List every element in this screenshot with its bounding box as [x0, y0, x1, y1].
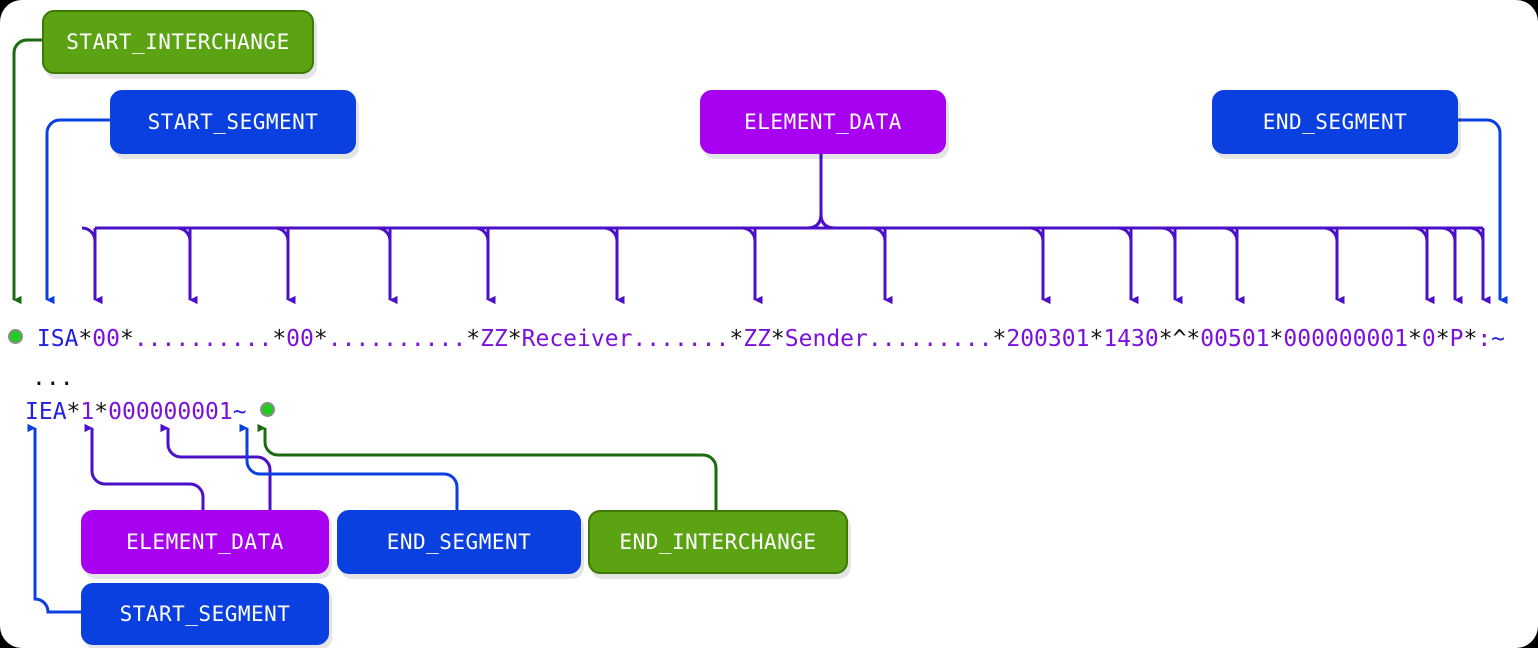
connector [819, 213, 836, 230]
code-token: * [729, 326, 744, 352]
node-label: START_INTERCHANGE [66, 30, 290, 54]
code-token: * [466, 326, 481, 352]
node-label: END_SEGMENT [386, 530, 532, 554]
code-token: * [770, 326, 785, 352]
end-marker-dot [260, 402, 276, 417]
node-label: END_INTERCHANGE [619, 530, 817, 554]
code-token: * [1158, 326, 1173, 352]
code-token: 00 [92, 326, 120, 352]
node-end-segment-bottom[interactable]: END_SEGMENT [337, 510, 581, 574]
node-label: START_SEGMENT [119, 602, 291, 626]
isa-code-line: ISA*00*..........*00*..........*ZZ*Recei… [8, 326, 1505, 352]
node-element-data-top[interactable]: ELEMENT_DATA [700, 90, 946, 154]
code-token: .......... [133, 326, 273, 352]
code-token: * [1186, 326, 1201, 352]
node-start-segment-top[interactable]: START_SEGMENT [110, 90, 356, 154]
connector [1161, 226, 1177, 242]
code-token: .......... [327, 326, 467, 352]
connector [12, 38, 42, 305]
connector [871, 226, 887, 242]
code-token: * [313, 326, 328, 352]
node-label: END_SEGMENT [1262, 110, 1408, 134]
code-token: * [272, 326, 287, 352]
connector [1117, 226, 1133, 242]
code-token: 1430 [1103, 326, 1159, 352]
code-token: 000000001 [108, 399, 233, 425]
node-start-interchange[interactable]: START_INTERCHANGE [42, 10, 314, 74]
connector [1469, 226, 1485, 242]
code-token: ^ [1172, 326, 1187, 352]
iea-code-line: IEA*1*000000001~ [25, 399, 276, 425]
code-token: 1 [80, 399, 95, 425]
code-token: ZZ [743, 326, 771, 352]
code-ellipsis: ... [32, 365, 74, 391]
code-token: ZZ [480, 326, 508, 352]
connector [160, 423, 272, 510]
connector [1223, 226, 1239, 242]
code-token: 200301 [1006, 326, 1090, 352]
code-token: 0 [1421, 326, 1436, 352]
node-start-segment-bottom[interactable]: START_SEGMENT [81, 583, 329, 645]
code-token: : [1477, 326, 1492, 352]
node-end-segment-top[interactable]: END_SEGMENT [1212, 90, 1458, 154]
code-token: * [66, 399, 81, 425]
code-token: * [1435, 326, 1450, 352]
node-label: ELEMENT_DATA [744, 110, 902, 134]
connector [45, 118, 110, 305]
node-label: ELEMENT_DATA [126, 530, 284, 554]
code-token: * [1408, 326, 1422, 352]
code-token: * [992, 326, 1007, 352]
connector [1454, 118, 1508, 305]
connector [376, 226, 392, 242]
connector [474, 226, 490, 242]
code-token: ~ [232, 399, 247, 425]
code-token: * [94, 399, 109, 425]
code-token: * [1269, 326, 1284, 352]
connector [239, 423, 459, 510]
connector [257, 423, 718, 510]
connector [806, 150, 823, 230]
connector [741, 226, 757, 242]
node-element-data-bottom[interactable]: ELEMENT_DATA [81, 510, 329, 574]
code-token: Receiver....... [521, 326, 730, 352]
connector [81, 226, 97, 242]
code-token: IEA [25, 399, 67, 425]
code-token: ISA [36, 326, 79, 352]
code-token: * [507, 326, 522, 352]
connector [1441, 226, 1457, 242]
code-token: 00501 [1200, 326, 1270, 352]
code-token: * [1089, 326, 1104, 352]
code-token: P [1449, 326, 1464, 352]
connector [84, 423, 205, 510]
code-token: ~ [1491, 326, 1506, 352]
code-token: * [119, 326, 134, 352]
connector [176, 226, 192, 242]
node-end-interchange[interactable]: END_INTERCHANGE [588, 510, 848, 574]
code-token: 000000001 [1283, 326, 1409, 352]
start-marker-dot [8, 329, 23, 344]
code-token: 00 [286, 326, 314, 352]
connector [27, 423, 81, 614]
connector [274, 226, 290, 242]
node-label: START_SEGMENT [147, 110, 319, 134]
connector [1029, 226, 1045, 242]
connector [603, 226, 619, 242]
connector [1413, 226, 1429, 242]
code-token: * [78, 326, 93, 352]
code-token: * [1463, 326, 1478, 352]
connector [1323, 226, 1339, 242]
code-token: Sender......... [784, 326, 993, 352]
